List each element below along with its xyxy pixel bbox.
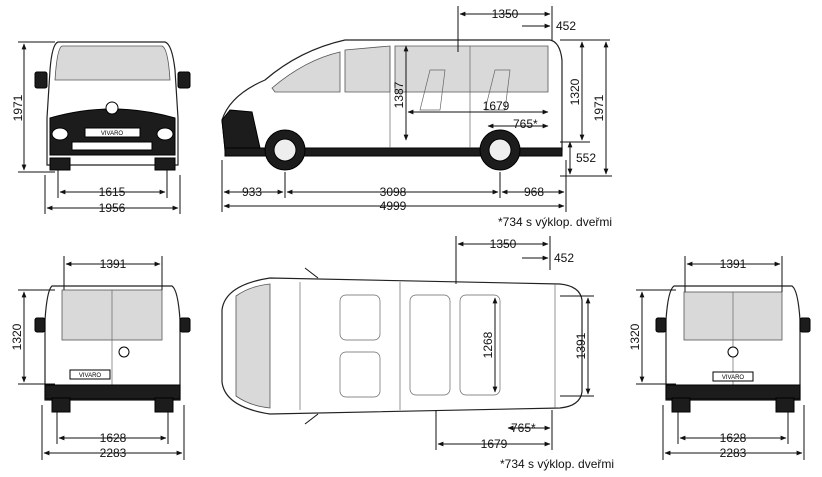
side-3098-label: 3098 [380,185,407,199]
side-452-label: 452 [556,19,576,33]
side-1679-label: 1679 [483,99,510,113]
top-1268-label: 1268 [481,331,495,358]
front-badge: VIVARO [101,131,124,137]
front-dimensions: 1971 1615 1956 [11,41,181,215]
rear-closed-view: VIVARO [655,285,811,413]
rear-closed-2283-label: 2283 [720,446,747,460]
side-dimensions: 1350 452 1387 1679 765* 1320 1971 552 93… [221,6,612,213]
rear-open-1391-label: 1391 [100,257,127,271]
top-1350-label: 1350 [490,237,517,251]
rear-open-1320-label: 1320 [10,323,24,350]
side-1971-label: 1971 [592,94,606,121]
top-1679-label: 1679 [481,437,508,451]
top-765-label: 765* [511,421,536,435]
footnote-top: *734 s výklop. dveřmi [498,215,612,229]
side-552-label: 552 [576,151,596,165]
side-1350-label: 1350 [492,7,519,21]
front-width-label: 1956 [99,201,126,215]
side-view [221,39,563,171]
side-1387-label: 1387 [392,81,406,108]
rear-closed-1391-label: 1391 [720,257,747,271]
footnote-bottom: *734 s výklop. dveřmi [500,457,614,471]
front-height-label: 1971 [11,94,25,121]
side-4999-label: 4999 [380,199,407,213]
top-dimensions: 1350 452 1268 1391 1679 765* [435,236,594,451]
rear-open-view: VIVARO [34,285,191,413]
top-452-label: 452 [554,251,574,265]
rear-open-badge: VIVARO [79,373,102,379]
rear-closed-1628-label: 1628 [720,431,747,445]
front-view: VIVARO [34,41,191,171]
side-765-label: 765* [513,117,538,131]
front-track-label: 1615 [99,185,126,199]
side-1320-label: 1320 [568,78,582,105]
top-view [221,267,583,425]
rear-open-2283-label: 2283 [100,446,127,460]
rear-open-1628-label: 1628 [100,431,127,445]
side-968-label: 968 [524,185,544,199]
rear-closed-badge: VIVARO [722,375,745,381]
rear-open-dimensions: 1391 1320 1628 2283 [10,256,185,460]
rear-closed-1320-label: 1320 [628,323,642,350]
side-933-label: 933 [242,185,262,199]
top-1391-label: 1391 [574,332,588,359]
rear-closed-dimensions: 1391 1320 1628 2283 [628,256,805,460]
